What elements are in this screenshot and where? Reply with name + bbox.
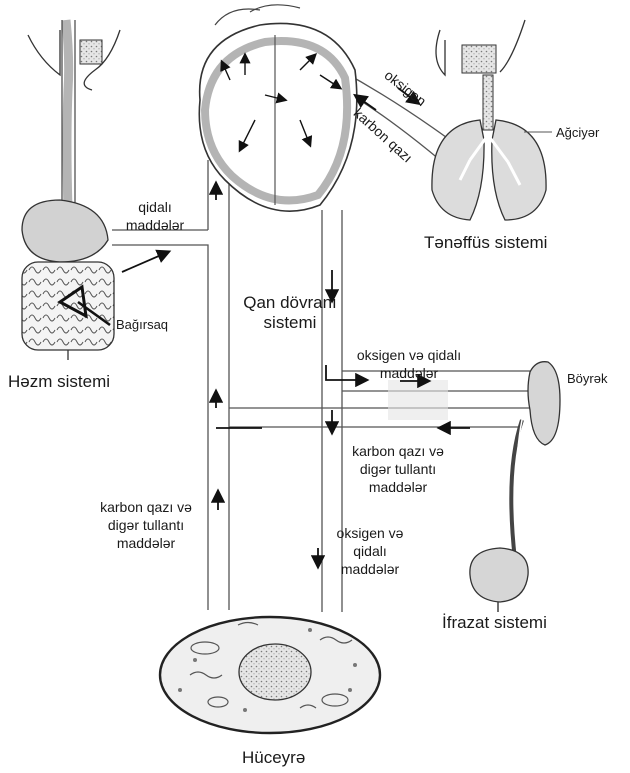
oxygen-nutrients-cell-line2: qidalı xyxy=(328,542,412,560)
kidney-label: Böyrək xyxy=(567,370,607,387)
circulatory-system-title: Qan dövranı sistemi xyxy=(235,293,345,333)
co2-wastes-cell-line2: digər tullantı xyxy=(88,516,204,534)
digestive-system-title: Həzm sistemi xyxy=(8,372,110,392)
cell xyxy=(160,617,380,733)
circulatory-title-line1: Qan dövranı xyxy=(235,293,345,313)
oxygen-nutrients-label-kidney: oksigen və qidalı maddələr xyxy=(344,346,474,382)
nutrients-label-digestive: qidalı maddələr xyxy=(120,198,190,234)
oxygen-nutrients-cell-line3: maddələr xyxy=(328,560,412,578)
co2-wastes-kidney-line2: digər tullantı xyxy=(338,460,458,478)
nutrients-label-line2: maddələr xyxy=(120,216,190,234)
nutrients-label-line1: qidalı xyxy=(120,198,190,216)
intestine-label: Bağırsaq xyxy=(116,316,168,333)
oxygen-nutrients-label-cell: oksigen və qidalı maddələr xyxy=(328,524,412,578)
digestive-organs xyxy=(22,20,120,360)
co2-wastes-cell-line1: karbon qazı və xyxy=(88,498,204,516)
lung-label: Ağciyər xyxy=(556,124,599,141)
respiratory-organs xyxy=(432,20,552,220)
oxygen-nutrients-kidney-line2: maddələr xyxy=(344,364,474,382)
excretory-system-title: İfrazat sistemi xyxy=(442,613,547,633)
heart xyxy=(199,5,357,211)
co2-wastes-cell-line3: maddələr xyxy=(88,534,204,552)
oxygen-nutrients-kidney-line1: oksigen və qidalı xyxy=(344,346,474,364)
oxygen-nutrients-cell-line1: oksigen və xyxy=(328,524,412,542)
co2-wastes-label-cell: karbon qazı və digər tullantı maddələr xyxy=(88,498,204,552)
co2-wastes-kidney-line3: maddələr xyxy=(338,478,458,496)
respiratory-system-title: Tənəffüs sistemi xyxy=(424,233,547,253)
co2-wastes-kidney-line1: karbon qazı və xyxy=(338,442,458,460)
circulatory-title-line2: sistemi xyxy=(235,313,345,333)
nutrient-arrow xyxy=(122,252,168,272)
cell-title: Hüceyrə xyxy=(242,748,305,768)
co2-wastes-label-kidney: karbon qazı və digər tullantı maddələr xyxy=(338,442,458,496)
